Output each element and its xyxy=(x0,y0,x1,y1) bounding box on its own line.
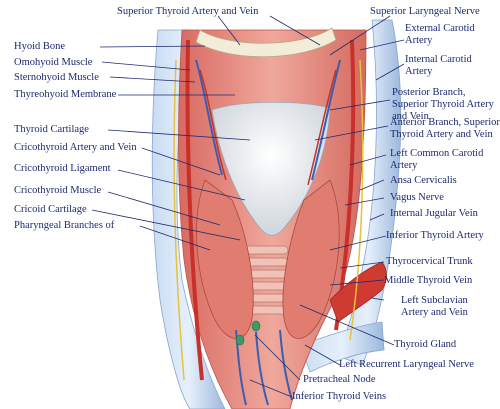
superior-thyroid-vessels xyxy=(195,59,341,186)
label-middle-thyroid-vein: Middle Thyroid Vein xyxy=(384,275,473,286)
label-sternohyoid-muscle: Sternohyoid Muscle xyxy=(14,72,99,83)
label-anterior-branch: Anterior Branch, Superior Thyroid Artery… xyxy=(390,117,500,140)
label-left-common-carotid-artery: Left Common Carotid Artery xyxy=(390,148,484,171)
label-cricoid-cartilage: Cricoid Cartilage xyxy=(14,204,87,215)
label-external-carotid-artery: External Carotid Artery xyxy=(405,23,475,46)
label-left-subclavian: Left Subclavian Artery and Vein xyxy=(401,295,468,318)
right-internal-jugular-vein xyxy=(151,29,226,409)
label-cricothyroid-artery-vein: Cricothyroid Artery and Vein xyxy=(14,142,137,153)
label-posterior-branch: Posterior Branch, Superior Thyroid Arter… xyxy=(392,87,494,122)
label-ansa-cervicalis: Ansa Cervicalis xyxy=(390,175,457,186)
label-internal-carotid-artery: Internal Carotid Artery xyxy=(405,54,472,77)
nerves xyxy=(173,59,364,381)
label-thyreohyoid-membrane: Thyreohyoid Membrane xyxy=(14,89,117,100)
hyoid-bone xyxy=(195,27,337,58)
label-pretracheal-node: Pretracheal Node xyxy=(303,374,376,385)
label-cricothyroid-muscle: Cricothyroid Muscle xyxy=(14,185,102,196)
thyroid-cartilage xyxy=(211,101,331,236)
label-omohyoid-muscle: Omohyoid Muscle xyxy=(14,57,93,68)
label-thyrocervical-trunk: Thyrocervical Trunk xyxy=(386,256,473,267)
label-superior-thyroid-artery-vein: Superior Thyroid Artery and Vein xyxy=(117,6,259,17)
thyroid-gland-left-lobe xyxy=(282,179,340,339)
label-inferior-thyroid-veins: Inferior Thyroid Veins xyxy=(292,391,387,402)
label-pharyngeal-branches: Pharyngeal Branches of xyxy=(14,220,115,231)
right-common-carotid-artery xyxy=(185,39,204,381)
label-hyoid-bone: Hyoid Bone xyxy=(14,41,66,52)
label-thyroid-gland: Thyroid Gland xyxy=(394,339,457,350)
label-left-recurrent-laryngeal-nerve: Left Recurrent Laryngeal Nerve xyxy=(339,359,474,370)
label-cricothyroid-ligament: Cricothyroid Ligament xyxy=(14,163,111,174)
label-internal-jugular-vein: Internal Jugular Vein xyxy=(390,208,478,219)
pretracheal-nodes xyxy=(235,320,261,346)
label-inferior-thyroid-artery: Inferior Thyroid Artery xyxy=(386,230,484,241)
label-thyroid-cartilage: Thyroid Cartilage xyxy=(14,124,89,135)
left-subclavian-vein xyxy=(299,321,385,373)
label-superior-laryngeal-nerve: Superior Laryngeal Nerve xyxy=(370,6,480,17)
leader-lines xyxy=(91,15,405,398)
label-vagus-nerve: Vagus Nerve xyxy=(390,192,444,203)
